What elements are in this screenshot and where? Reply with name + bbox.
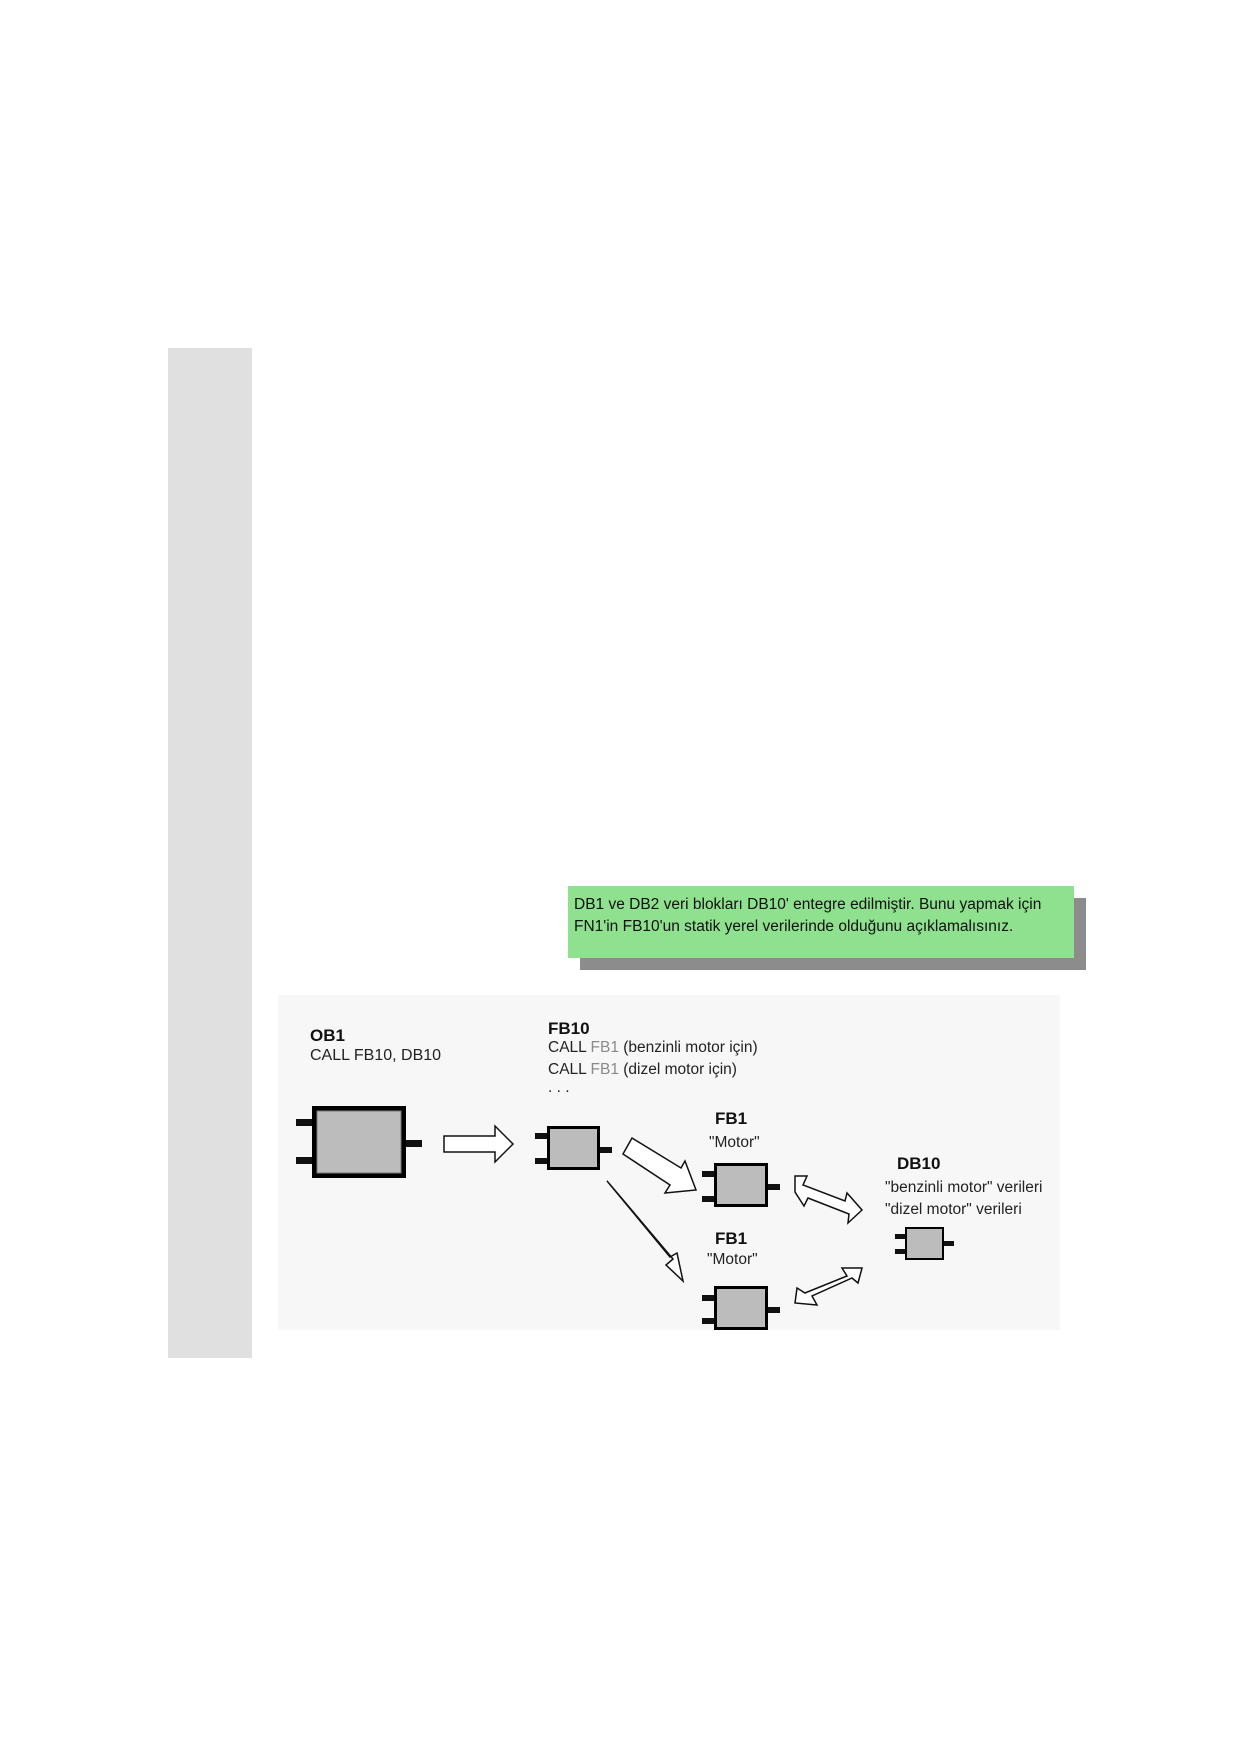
note-line-2: FN1'in FB10'un statik yerel verilerinde … [574, 918, 1014, 935]
fb10-call-2-suffix: (dizel motor için) [618, 1061, 737, 1078]
arrow-fb10-to-fb1-top [622, 1136, 698, 1194]
fb1-bottom-name: "Motor" [707, 1251, 758, 1268]
fb10-call-prefix: CALL [548, 1061, 591, 1078]
fb10-call-prefix: CALL [548, 1039, 591, 1056]
fb10-call-block: FB1 [590, 1039, 619, 1056]
ob1-block [296, 1106, 422, 1178]
arrow-fb10-to-fb1-bottom [606, 1180, 685, 1284]
fb10-call-2: CALL FB1 (dizel motor için) [548, 1061, 737, 1079]
fb10-title: FB10 [548, 1019, 590, 1038]
db10-block [895, 1227, 954, 1260]
page-sidebar [168, 348, 252, 1358]
fb1-top-title: FB1 [715, 1109, 748, 1128]
fb1-top-block [702, 1163, 780, 1207]
note-line-1: DB1 ve DB2 veri blokları DB10' entegre e… [574, 896, 1042, 913]
db10-title: DB10 [897, 1154, 941, 1173]
fb1-top-name: "Motor" [709, 1134, 760, 1151]
ob1-title: OB1 [310, 1026, 345, 1045]
fb1-bottom-title: FB1 [715, 1229, 748, 1248]
fb10-ellipsis: . . . [548, 1079, 570, 1096]
db10-line-2: "dizel motor" verileri [885, 1201, 1022, 1218]
db10-line-1: "benzinli motor" verileri [885, 1179, 1043, 1196]
fb10-call-1-suffix: (benzinli motor için) [618, 1039, 758, 1056]
fb10-call-1: CALL FB1 (benzinli motor için) [548, 1039, 758, 1057]
ob1-call: CALL FB10, DB10 [310, 1047, 442, 1064]
fb10-block [535, 1126, 612, 1170]
arrow-ob1-to-fb10 [443, 1124, 515, 1164]
fb10-call-block: FB1 [590, 1061, 619, 1078]
note-text: DB1 ve DB2 veri blokları DB10' entegre e… [574, 894, 1074, 938]
double-arrow-fb1-top-db10 [794, 1175, 864, 1225]
fb1-bottom-block [702, 1286, 780, 1330]
double-arrow-fb1-bottom-db10 [794, 1267, 863, 1306]
note-box [568, 886, 1074, 958]
